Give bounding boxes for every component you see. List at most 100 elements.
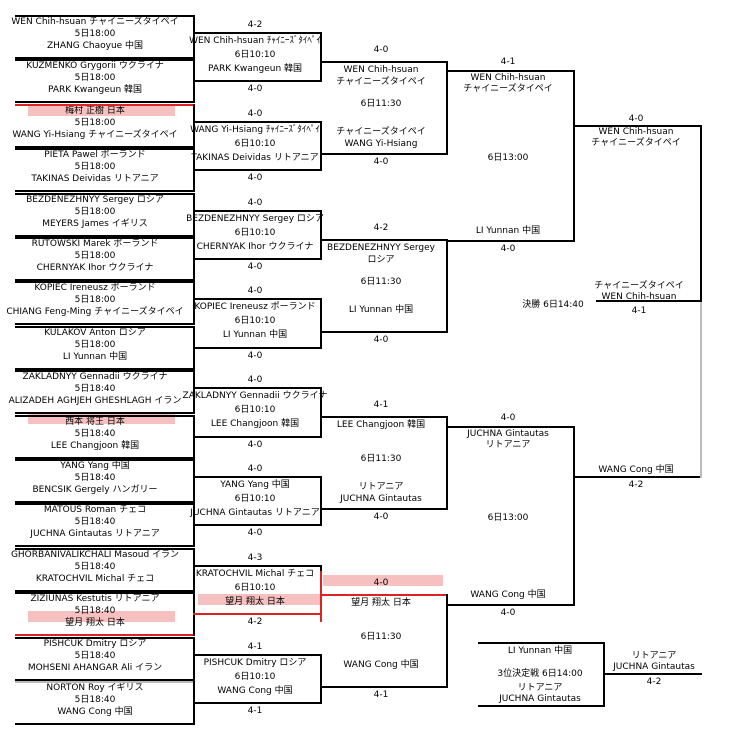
r3-player-b: チャイニーズタイペイ bbox=[336, 127, 426, 137]
r2-line-b bbox=[193, 169, 322, 171]
r3-player-a-country: ロシア bbox=[367, 255, 395, 265]
r2-player-b: LI Yunnan 中国 bbox=[222, 330, 288, 340]
r2-line-a bbox=[193, 210, 322, 212]
r1-match-time: 5日18:40 bbox=[74, 384, 116, 394]
r1-match-time: 5日18:40 bbox=[74, 651, 116, 661]
r1-player-b: KRATOCHVIL Michal チェコ bbox=[35, 574, 155, 584]
r1-match-time: 5日18:00 bbox=[74, 73, 116, 83]
r2-score-top: 4-0 bbox=[247, 109, 263, 119]
r1-player-a: NORTON Roy イギリス bbox=[46, 683, 144, 693]
r2-line-a bbox=[193, 476, 322, 478]
r1-connector bbox=[193, 370, 195, 414]
r2-player-b: CHERNYAK Ihor ウクライナ bbox=[196, 242, 314, 252]
r1-line-a bbox=[15, 193, 195, 195]
r4-score-bottom: 4-0 bbox=[500, 244, 516, 254]
r2-connector bbox=[320, 210, 322, 260]
r1-line-a bbox=[15, 503, 195, 505]
r1-player-b: WANG Cong 中国 bbox=[57, 707, 133, 717]
r3-connector bbox=[446, 416, 448, 510]
r2-score-bottom: 4-0 bbox=[247, 440, 263, 450]
r1-match-time: 5日18:00 bbox=[74, 118, 116, 128]
r1-player-a: PISHCUK Dmitry ロシア bbox=[43, 639, 147, 649]
r3-line-b bbox=[320, 331, 448, 333]
r1-connector bbox=[193, 281, 195, 325]
highlight-player bbox=[323, 575, 443, 586]
r4-player-a-country: リトアニア bbox=[485, 440, 531, 450]
r1-line-b bbox=[15, 634, 195, 636]
r1-player-a: 西本 将王 日本 bbox=[65, 417, 125, 427]
r1-match-time: 5日18:40 bbox=[74, 473, 116, 483]
r2-player-a: WEN Chih-hsuan ﾁｬｲﾆｰｽﾞﾀｲﾍﾟｲ bbox=[189, 36, 321, 46]
third-player-a: LI Yunnan 中国 bbox=[507, 646, 573, 656]
third-player-b-country: リトアニア bbox=[517, 683, 563, 693]
r1-line-b bbox=[15, 545, 195, 547]
r2-score-bottom: 4-0 bbox=[247, 173, 263, 183]
semi-score-top: 4-0 bbox=[628, 114, 644, 124]
r1-player-b: ALIZADEH AGHJEH GHESHLAGH イラン bbox=[8, 396, 182, 406]
r2-connector bbox=[320, 476, 322, 526]
r2-connector bbox=[320, 654, 322, 704]
semi-line-a bbox=[573, 125, 702, 127]
r2-score-top: 4-0 bbox=[247, 464, 263, 474]
r1-player-b: MOHSENI AHANGAR Ali イラン bbox=[27, 663, 163, 673]
r1-connector bbox=[193, 15, 195, 59]
r3-score-top: 4-0 bbox=[373, 578, 389, 588]
r1-line-b bbox=[15, 412, 195, 414]
r3-player-b-name: JUCHNA Gintautas bbox=[340, 494, 422, 504]
r3-line-b bbox=[320, 686, 448, 688]
r1-player-b: CHIANG Feng-Ming チャイニーズタイペイ bbox=[6, 307, 184, 317]
r2-player-a: ZAKLADNYY Gennadii ウクライナ bbox=[182, 391, 328, 401]
r3-score-bottom: 4-0 bbox=[373, 335, 389, 345]
r3-player-b: リトアニア bbox=[358, 482, 404, 492]
final-label: 決勝 6日14:40 bbox=[522, 300, 584, 310]
r1-line-b bbox=[15, 101, 195, 103]
semi-player-b: WANG Cong 中国 bbox=[598, 465, 674, 475]
r1-player-b: TAKINAS Deividas リトアニア bbox=[31, 174, 159, 184]
r4-score-top: 4-1 bbox=[500, 57, 516, 67]
r3-connector bbox=[446, 61, 448, 155]
semi-line-b bbox=[573, 476, 702, 478]
r3-player-b-name: WANG Yi-Hsiang bbox=[344, 139, 418, 149]
r1-player-a: BEZDENEZHNYY Sergey ロシア bbox=[26, 195, 164, 205]
r3-score-bottom: 4-0 bbox=[373, 512, 389, 522]
r2-connector bbox=[320, 387, 322, 438]
third-player-b: JUCHNA Gintautas bbox=[499, 694, 581, 704]
r2-score-bottom: 4-0 bbox=[247, 351, 263, 361]
r3-player-a: BEZDENEZHNYY Sergey bbox=[327, 243, 435, 253]
r3-line-b bbox=[320, 153, 448, 155]
r1-player-b: LI Yunnan 中国 bbox=[62, 352, 128, 362]
r1-player-b: LEE Changjoon 韓国 bbox=[50, 441, 140, 451]
highlight-player bbox=[28, 611, 175, 622]
highlight-player bbox=[198, 594, 320, 605]
r1-match-time: 5日18:40 bbox=[74, 606, 116, 616]
r1-player-b: MEYERS James イギリス bbox=[42, 219, 148, 229]
r2-score-bottom: 4-0 bbox=[247, 84, 263, 94]
r2-player-a: WANG Yi-Hsiang ﾁｬｲﾆｰｽﾞﾀｲﾍﾟｲ bbox=[190, 125, 320, 135]
r1-player-a: KUZMENKO Grygorii ウクライナ bbox=[26, 61, 164, 71]
r1-player-a: WEN Chih-hsuan チャイニーズタイペイ bbox=[11, 17, 179, 27]
r4-player-a: JUCHNA Gintautas bbox=[467, 429, 549, 439]
r1-player-a: ZIZIUNAS Kestutis リトアニア bbox=[30, 594, 160, 604]
semi-connector-grey bbox=[700, 300, 702, 478]
r4-line-b bbox=[446, 240, 575, 242]
r4-player-b: LI Yunnan 中国 bbox=[475, 226, 541, 236]
r3-score-top: 4-1 bbox=[373, 400, 389, 410]
r2-line-b bbox=[193, 258, 322, 260]
r1-line-a bbox=[15, 281, 195, 283]
r3-match-time: 6日11:30 bbox=[360, 99, 402, 109]
r4-line-a bbox=[446, 426, 575, 428]
r4-player-b: WANG Cong 中国 bbox=[470, 590, 546, 600]
r2-connector bbox=[320, 32, 322, 82]
third-line-a bbox=[478, 642, 605, 644]
r3-line-a bbox=[320, 239, 448, 241]
r1-line-a bbox=[15, 59, 195, 61]
r2-score-bottom: 4-2 bbox=[247, 617, 263, 627]
r2-match-time: 6日10:10 bbox=[234, 50, 276, 60]
r1-player-b: PARK Kwangeun 韓国 bbox=[47, 85, 143, 95]
r1-line-a bbox=[15, 459, 195, 461]
r2-line-a bbox=[193, 565, 322, 567]
r1-match-time: 5日18:00 bbox=[74, 29, 116, 39]
r1-player-b: WANG Yi-Hsiang チャイニーズタイペイ bbox=[12, 130, 178, 140]
r1-line-a bbox=[15, 415, 195, 417]
r1-line-a bbox=[15, 326, 195, 328]
